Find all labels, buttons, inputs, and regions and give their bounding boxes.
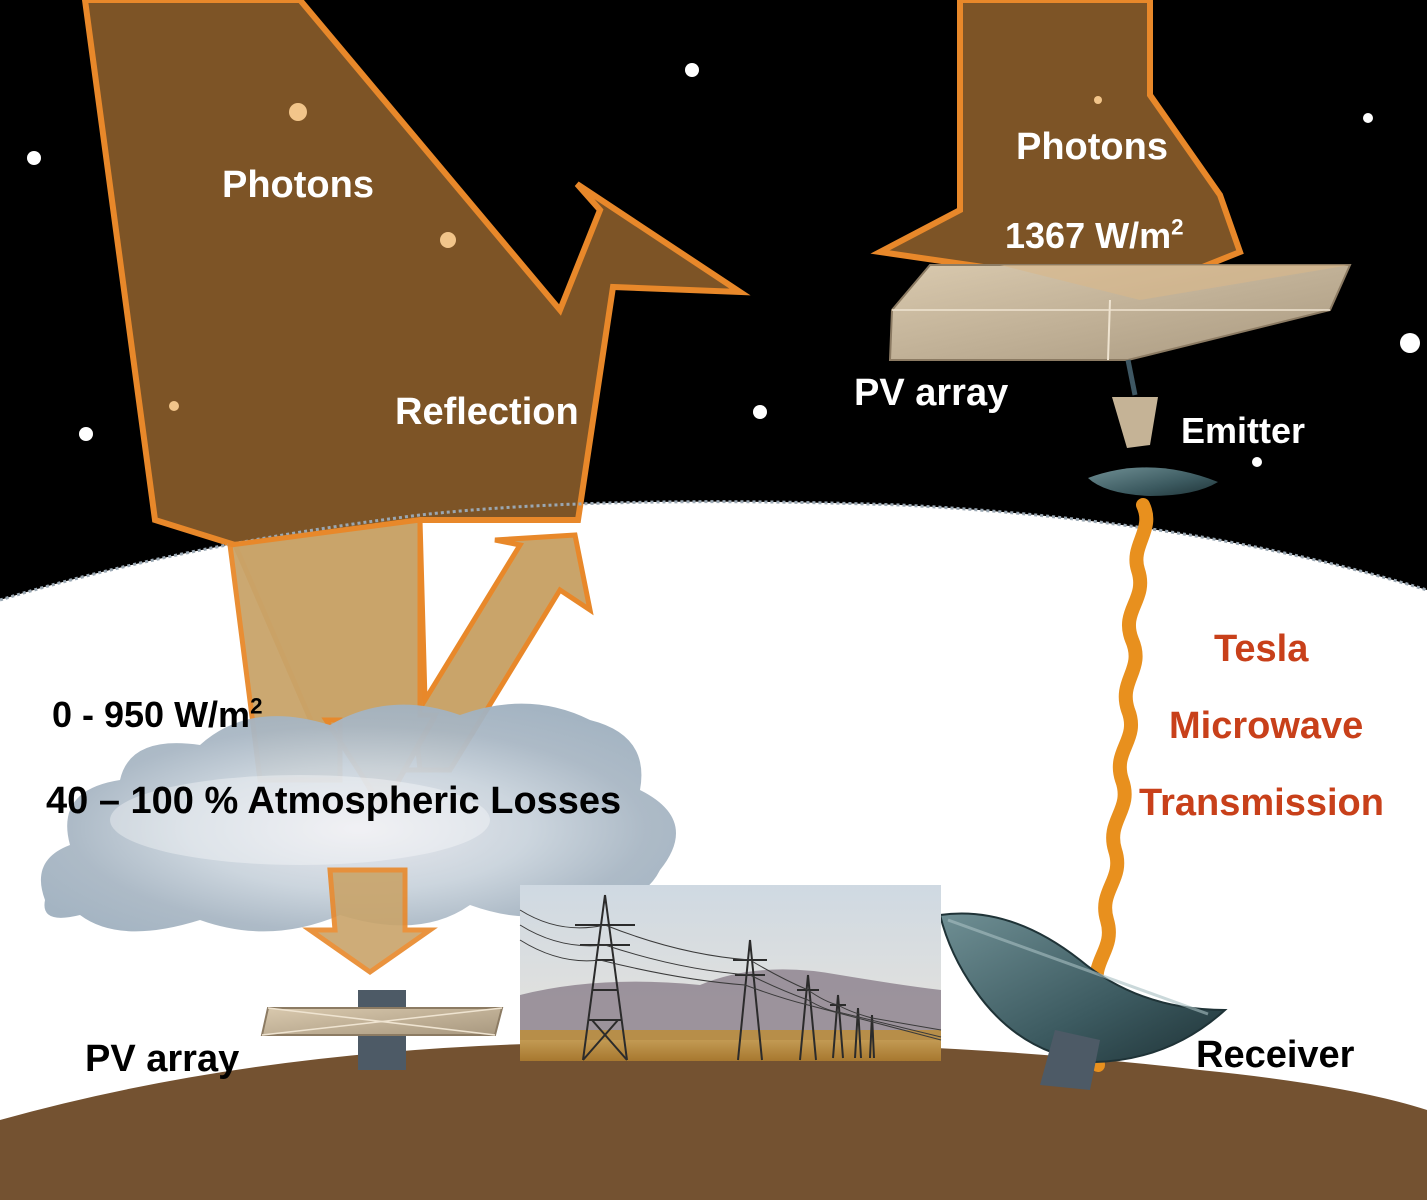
transmission-line1: Tesla <box>1214 628 1309 670</box>
ground-pv-label: PV array <box>85 1038 240 1080</box>
emitter-stem <box>1125 359 1138 396</box>
star-dots-icon <box>27 63 1420 467</box>
receiver-pole <box>1040 1030 1100 1090</box>
emitter-dish-icon <box>1088 467 1218 496</box>
atmospheric-losses-label: 40 – 100 % Atmospheric Losses <box>46 780 622 822</box>
emitter-label: Emitter <box>1181 410 1306 451</box>
transmission-line3: Transmission <box>1139 782 1384 824</box>
microwave-beam <box>1089 498 1154 1072</box>
receiver-dish-icon <box>938 912 1228 1064</box>
emitter-body <box>1112 397 1158 448</box>
transmission-line2: Microwave <box>1169 705 1364 747</box>
space-irradiance-label: 1367 W/m2 <box>1005 214 1184 256</box>
reflection-label: Reflection <box>395 391 579 433</box>
photon-arrow-ground <box>81 0 751 549</box>
photon-dots <box>169 103 456 411</box>
cloud-icon <box>40 703 676 932</box>
photon-dot <box>1094 96 1102 104</box>
cloud-glow <box>110 775 490 865</box>
receiver-label: Receiver <box>1196 1034 1355 1076</box>
ground-photons-label: Photons <box>222 164 374 206</box>
atmosphere-lower-arrow <box>302 867 438 976</box>
space-pv-label: PV array <box>854 372 1009 414</box>
space-photons-label: Photons <box>1016 126 1168 168</box>
atmosphere-edge <box>0 500 1427 602</box>
power-lines-photo-icon <box>519 885 942 1061</box>
ground-irradiance-label: 0 - 950 W/m2 <box>52 693 263 735</box>
